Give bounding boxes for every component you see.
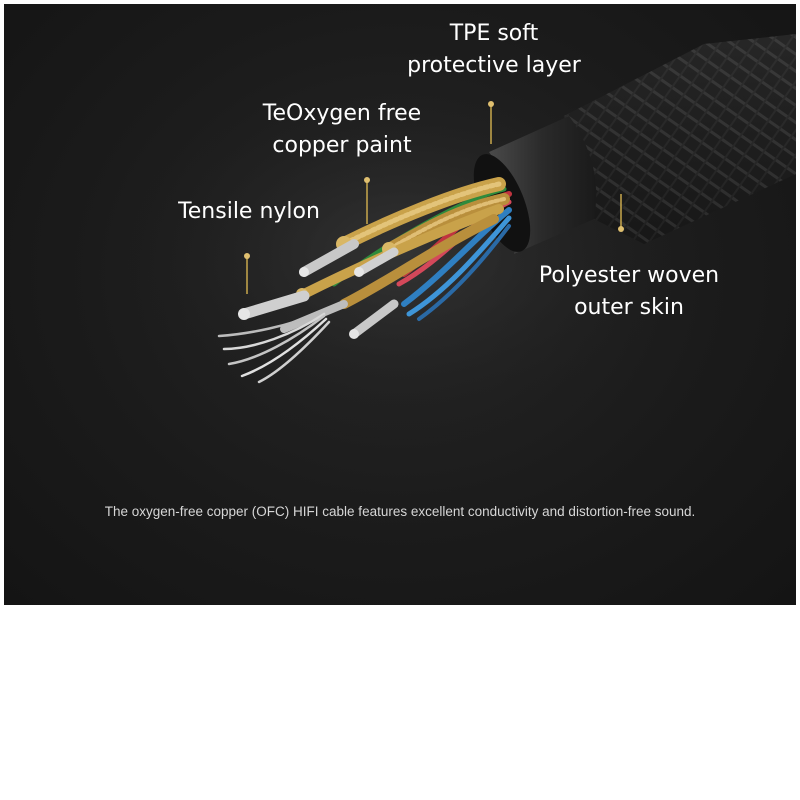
polyester-woven-outer-skin xyxy=(564,34,796,244)
label-oxygen-free-copper-paint: TeOxygen free copper paint xyxy=(242,98,442,162)
cable-cross-section-illustration xyxy=(104,34,796,444)
label-line: protective layer xyxy=(407,53,581,78)
label-tensile-nylon: Tensile nylon xyxy=(154,196,344,228)
label-line: outer skin xyxy=(574,295,684,320)
label-line: Polyester woven xyxy=(538,263,720,288)
label-polyester-woven-outer-skin: Polyester woven outer skin xyxy=(524,260,734,324)
product-image-panel: TPE soft protective layer TeOxygen free … xyxy=(4,4,796,605)
label-line: copper paint xyxy=(272,133,412,158)
label-line: TPE soft xyxy=(449,21,539,46)
product-caption: The oxygen-free copper (OFC) HIFI cable … xyxy=(104,504,696,519)
callout-lines xyxy=(244,101,624,294)
label-tpe-soft-protective-layer: TPE soft protective layer xyxy=(384,18,604,82)
label-line: TeOxygen free xyxy=(262,101,422,126)
label-line: Tensile nylon xyxy=(178,199,320,224)
tensile-nylon-strands xyxy=(217,239,399,384)
